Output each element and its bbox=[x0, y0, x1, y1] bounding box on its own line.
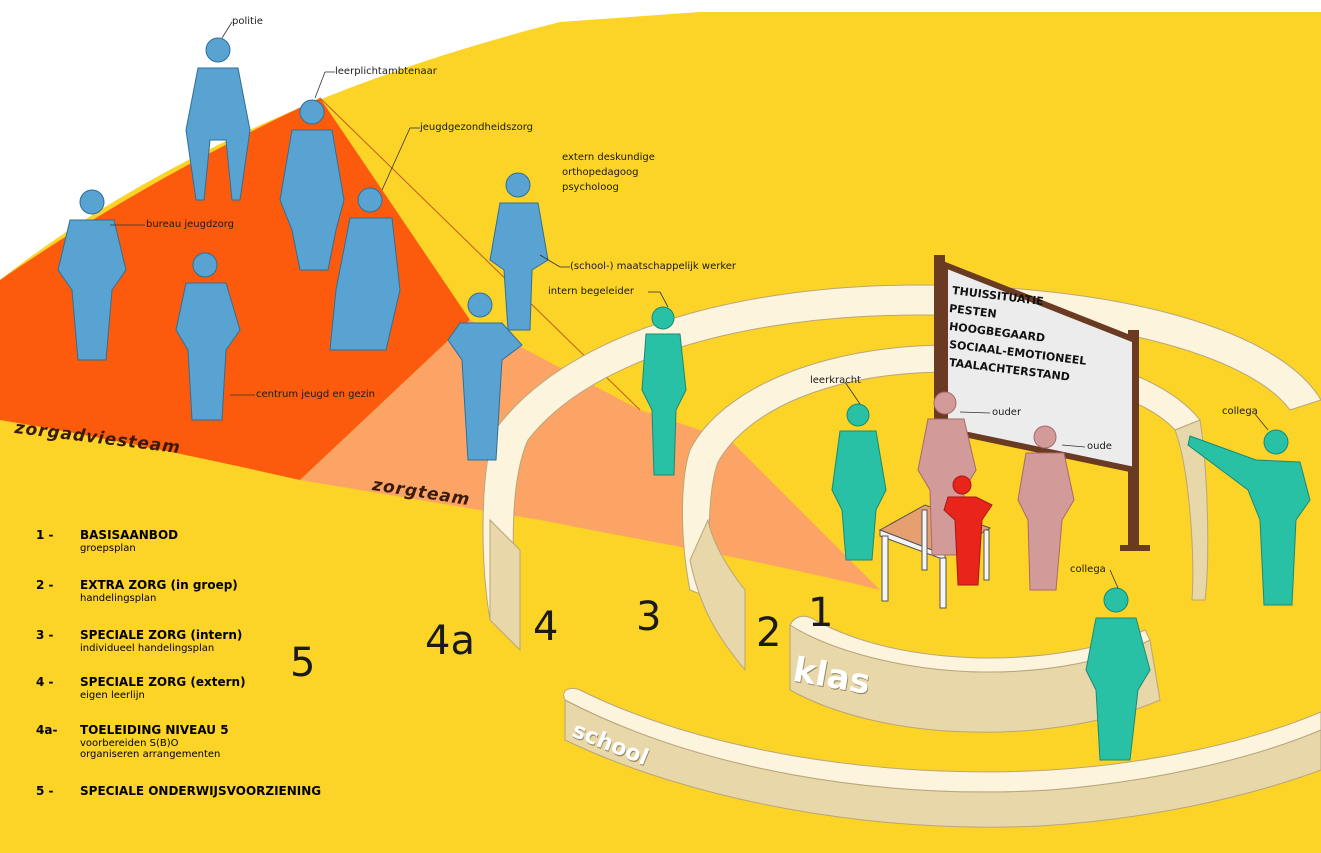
klas-wall bbox=[789, 615, 1161, 733]
person-centrum-jeugd bbox=[175, 252, 241, 421]
zorgadviesteam-zone bbox=[0, 98, 470, 480]
person-collega-bottom bbox=[1085, 587, 1151, 761]
label-leerplichtambtenaar: leerplichtambtenaar bbox=[335, 66, 437, 77]
legend-number: 3 - bbox=[36, 628, 54, 642]
label-jeugdgezondheidszorg: jeugdgezondheidszorg bbox=[420, 122, 533, 133]
label-collega-right: collega bbox=[1222, 406, 1258, 417]
legend-subtitle: voorbereiden S(B)O bbox=[80, 738, 179, 749]
label-psycholoog: psycholoog bbox=[562, 182, 619, 193]
person-politie bbox=[185, 37, 251, 201]
label-oude: oude bbox=[1087, 441, 1112, 452]
legend-title: EXTRA ZORG (in groep) bbox=[80, 578, 238, 592]
person-collega-right bbox=[1187, 429, 1311, 606]
legend-number: 2 - bbox=[36, 578, 54, 592]
ring-number-1: 1 bbox=[808, 590, 834, 636]
legend-title: SPECIALE ZORG (extern) bbox=[80, 675, 246, 689]
legend-number: 4a- bbox=[36, 723, 58, 737]
ring-number-3: 3 bbox=[636, 594, 662, 640]
label-ouder: ouder bbox=[992, 407, 1022, 418]
ring-number-5: 5 bbox=[290, 640, 316, 686]
label-orthopedagoog: orthopedagoog bbox=[562, 167, 639, 178]
legend-number: 1 - bbox=[36, 528, 54, 542]
whiteboard bbox=[925, 255, 1150, 551]
legend-title: TOELEIDING NIVEAU 5 bbox=[80, 723, 229, 737]
ring-number-4a: 4a bbox=[425, 618, 475, 664]
legend-title: SPECIALE ZORG (intern) bbox=[80, 628, 243, 642]
person-leerplichtambtenaar bbox=[279, 99, 345, 271]
person-intern-begeleider bbox=[641, 306, 687, 476]
legend-subtitle: groepsplan bbox=[80, 543, 136, 554]
legend-title: SPECIALE ONDERWIJSVOORZIENING bbox=[80, 784, 322, 798]
label-politie: politie bbox=[232, 16, 263, 27]
label-maatschappelijk-werker: (school-) maatschappelijk werker bbox=[570, 261, 737, 272]
person-bureau-jeugdzorg bbox=[57, 189, 127, 361]
legend-subtitle: handelingsplan bbox=[80, 593, 157, 604]
zorgteam-zone bbox=[300, 320, 880, 590]
person-child bbox=[943, 475, 993, 586]
external-people bbox=[57, 37, 549, 461]
label-extern-deskundige: extern deskundige bbox=[562, 152, 655, 163]
person-maatschappelijk-werker bbox=[447, 292, 523, 461]
legend-subtitle: individueel handelingsplan bbox=[80, 643, 215, 654]
label-leerkracht: leerkracht bbox=[810, 375, 861, 386]
legend-number: 4 - bbox=[36, 675, 54, 689]
legend-subtitle-2: organiseren arrangementen bbox=[80, 749, 221, 760]
label-bureau-jeugdzorg: bureau jeugdzorg bbox=[146, 219, 234, 230]
school-people bbox=[641, 306, 1311, 761]
legend-number: 5 - bbox=[36, 784, 54, 798]
label-collega-bottom: collega bbox=[1070, 564, 1106, 575]
legend-title: BASISAANBOD bbox=[80, 528, 179, 542]
legend-subtitle: eigen leerlijn bbox=[80, 690, 145, 701]
ring-number-4: 4 bbox=[533, 604, 559, 650]
person-ouder-right bbox=[1017, 425, 1075, 591]
person-jeugdgezondheidszorg bbox=[329, 187, 401, 351]
ring-number-2: 2 bbox=[756, 610, 782, 656]
label-intern-begeleider: intern begeleider bbox=[548, 286, 634, 297]
leader-lines bbox=[110, 21, 1269, 589]
person-leerkracht bbox=[831, 403, 887, 561]
label-centrum-jeugd: centrum jeugd en gezin bbox=[256, 389, 375, 400]
person-extern-deskundige bbox=[489, 172, 549, 331]
